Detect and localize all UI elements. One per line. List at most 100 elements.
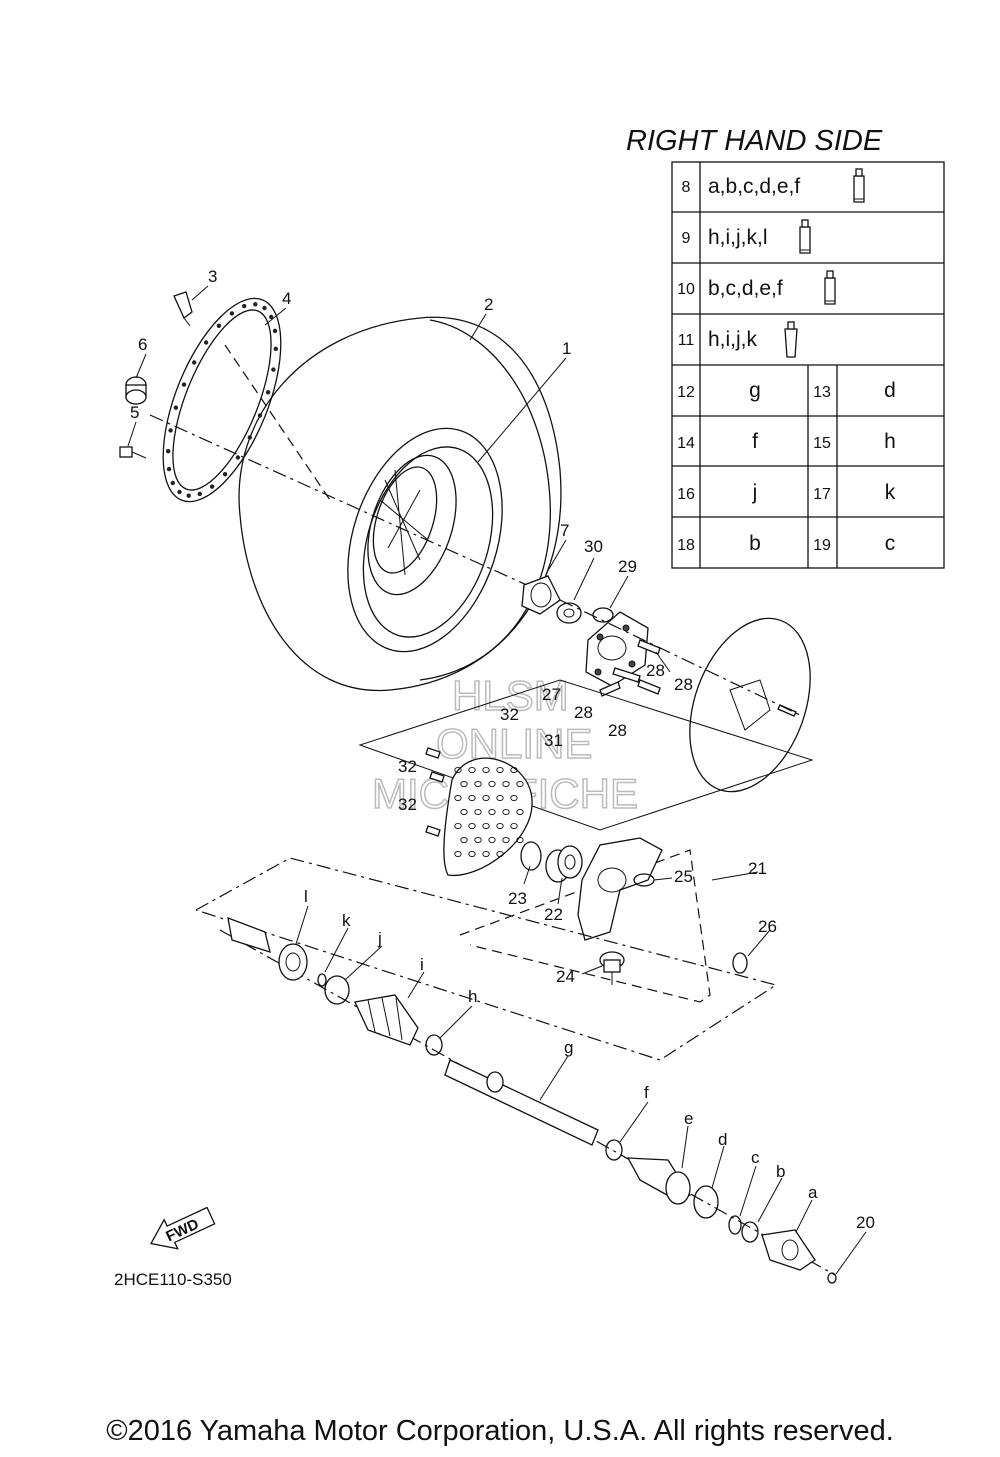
bolt-hole (186, 493, 191, 498)
watermark: HLSM ONLINE MICROFICHE (371, 671, 639, 818)
bolt-hole (181, 382, 187, 387)
grease-tube-icon (824, 270, 836, 305)
bolt-hole (222, 472, 228, 477)
row-number: 17 (813, 486, 831, 503)
table-row: 10 b,c,d,e,f (677, 270, 836, 305)
guard-hole (510, 794, 518, 802)
tire (238, 316, 562, 692)
row-number: 18 (677, 537, 695, 554)
bolt-hole (253, 302, 258, 307)
callout-1: 1 (562, 339, 571, 358)
hub (585, 611, 649, 687)
row-value: f (752, 430, 758, 453)
guard-hole (502, 780, 510, 788)
bolts-32 (425, 747, 445, 837)
table-title: RIGHT HAND SIDE (626, 125, 883, 157)
bolt-hole (235, 455, 241, 460)
band-j (324, 975, 350, 1005)
lubrication-table: RIGHT HAND SIDE 8 a,b,c,d,e,f 9 h,i,j,k,… (626, 125, 945, 569)
callout-3: 3 (208, 267, 217, 286)
bolt-hole (262, 305, 267, 311)
callout-6: 6 (138, 335, 147, 354)
callout-d: d (718, 1130, 727, 1149)
row-parts: b,c,d,e,f (708, 277, 783, 300)
row-value: j (752, 481, 758, 504)
callout-22: 22 (544, 905, 563, 924)
ring-b (741, 1221, 759, 1243)
table-row: 12 g 13 d (677, 379, 896, 402)
callout-31: 31 (544, 731, 563, 750)
row-number: 12 (677, 384, 695, 401)
clip-k (317, 973, 327, 987)
guard-hole (454, 822, 462, 830)
row-number: 8 (682, 179, 691, 196)
boot-i (354, 994, 419, 1046)
callout-b: b (776, 1162, 785, 1181)
row-number: 11 (678, 332, 695, 349)
bolt-hole (166, 466, 172, 472)
guard-hole (454, 794, 462, 802)
callout-g: g (564, 1038, 573, 1057)
bolt-hole (203, 340, 209, 345)
row-value: k (885, 481, 896, 504)
hub-parts (521, 575, 811, 793)
guard-hole (516, 836, 524, 844)
guard-hole (488, 780, 496, 788)
callout-e: e (684, 1109, 693, 1128)
bolt-hole (271, 367, 276, 372)
row-value: h (884, 430, 896, 453)
bolt-hole (229, 311, 235, 316)
table-row: 16 j 17 k (677, 481, 896, 504)
row-value: c (885, 532, 896, 555)
callout-28b: 28 (674, 675, 693, 694)
ball-joint-24 (599, 951, 625, 985)
knuckle (577, 837, 663, 941)
callout-i: i (420, 955, 424, 974)
callout-c: c (751, 1148, 760, 1167)
guard-hole (496, 822, 504, 830)
wheel-assembly (119, 291, 562, 692)
copyright-footer: ©2016 Yamaha Motor Corporation, U.S.A. A… (106, 1415, 894, 1447)
band-f (605, 1139, 623, 1161)
guard-hole (468, 822, 476, 830)
bolt-hole (192, 360, 197, 365)
guard-hole (468, 850, 476, 858)
callouts: 3 4 2 1 6 5 7 30 29 28 28 28 28 27 32 31… (130, 267, 875, 1232)
callout-j: j (377, 929, 382, 948)
guard-hole (474, 808, 482, 816)
row-number: 16 (677, 486, 695, 503)
brake-guard (443, 757, 533, 876)
guard-hole (482, 850, 490, 858)
brake-disc (689, 617, 811, 793)
row-parts: h,i,j,k (708, 328, 758, 351)
guard-hole (474, 780, 482, 788)
guard-hole (482, 822, 490, 830)
bolt-hole (168, 428, 173, 433)
circlip-26 (732, 952, 748, 974)
callout-f: f (644, 1083, 649, 1102)
guard-hole (496, 850, 504, 858)
bolt-hole (173, 405, 179, 410)
guard-hole (468, 794, 476, 802)
callout-l: l (304, 887, 308, 906)
shaft-g (444, 1059, 599, 1146)
row-number: 10 (677, 281, 695, 298)
row-value: b (749, 532, 761, 555)
guard-hole (510, 822, 518, 830)
guard-hole (516, 808, 524, 816)
diagram-code: 2HCE110-S350 (114, 1270, 232, 1289)
grease-tube-icon (799, 219, 811, 254)
bolt (119, 446, 147, 459)
callout-32b: 32 (398, 757, 417, 776)
guard-hole (482, 766, 490, 774)
row-value: d (884, 379, 896, 402)
beadlock-ring (162, 297, 282, 503)
callout-4: 4 (282, 289, 291, 308)
callout-23: 23 (508, 889, 527, 908)
callout-28a: 28 (646, 661, 665, 680)
callout-28c: 28 (574, 703, 593, 722)
guard-hole (460, 780, 468, 788)
table-row: 18 b 19 c (677, 532, 895, 555)
bolt-hole (257, 413, 263, 418)
